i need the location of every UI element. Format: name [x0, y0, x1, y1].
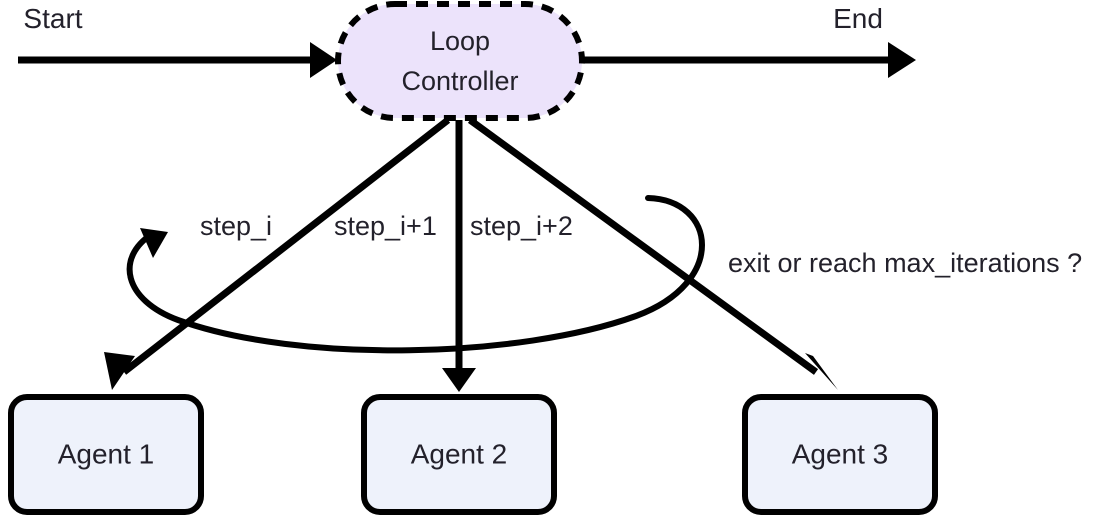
- edge-controller-to-agent-1: [104, 117, 451, 390]
- node-loop-controller[interactable]: Loop Controller: [335, 1, 585, 121]
- end-label: End: [833, 3, 883, 34]
- edge-label-exit-condition: exit or reach max_iterations ?: [728, 248, 1082, 278]
- edge-controller-to-end: [583, 42, 916, 78]
- edge-label-step-i-plus-2: step_i+2: [470, 211, 573, 241]
- end-arrow-head-icon: [888, 42, 916, 78]
- agent3-edge-line: [467, 117, 819, 375]
- edge-label-step-i: step_i: [200, 211, 272, 241]
- edge-controller-to-agent-2: [442, 120, 476, 392]
- agent1-arrow-head-icon: [104, 352, 135, 390]
- loop-controller-label-line2: Controller: [401, 66, 518, 96]
- agent-1-shape: [8, 394, 204, 515]
- agent-2-shape: [361, 394, 557, 515]
- agent2-arrow-head-icon: [442, 368, 476, 392]
- agent3-arrow-head-icon: [805, 353, 838, 390]
- edge-label-step-i-plus-1: step_i+1: [334, 211, 437, 241]
- start-arrow-head-icon: [310, 42, 337, 78]
- edge-start-to-controller: [18, 42, 337, 78]
- node-agent-3[interactable]: Agent 3: [742, 394, 938, 515]
- agent-2-label: Agent 2: [411, 438, 508, 469]
- loop-controller-shape: [335, 1, 585, 121]
- agent-3-shape: [742, 394, 938, 515]
- node-agent-2[interactable]: Agent 2: [361, 394, 557, 515]
- start-label: Start: [23, 3, 82, 34]
- edge-controller-to-agent-3: [467, 117, 838, 390]
- loop-controller-label-line1: Loop: [430, 26, 490, 56]
- agent-3-label: Agent 3: [792, 438, 889, 469]
- node-agent-1[interactable]: Agent 1: [8, 394, 204, 515]
- feedback-loop-arrow-head-icon: [140, 228, 168, 258]
- feedback-loop-curve: [126, 195, 705, 354]
- edge-feedback-loop: [126, 195, 705, 354]
- agent1-edge-line: [121, 117, 451, 375]
- agent-1-label: Agent 1: [58, 438, 155, 469]
